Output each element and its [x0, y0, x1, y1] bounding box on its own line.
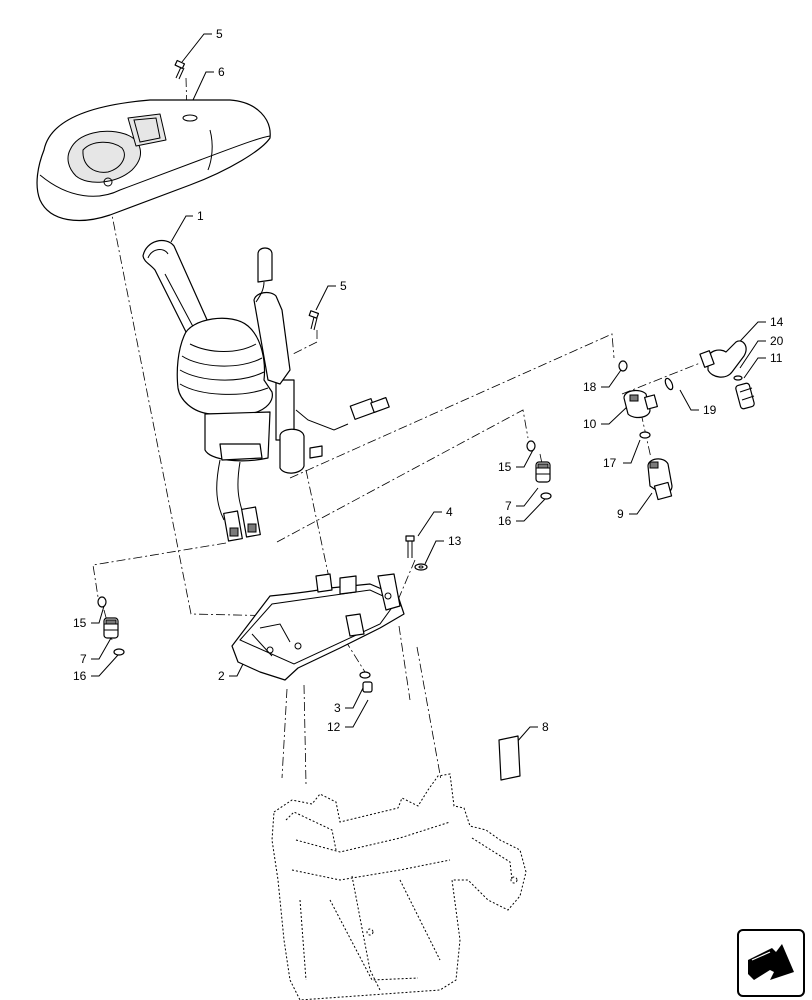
valve-assembly-part	[526, 340, 755, 501]
callout-10: 10	[583, 417, 597, 431]
callout-18: 18	[583, 380, 597, 394]
callout-17: 17	[603, 456, 617, 470]
callout-labels: 5 6 1 5 14 20 11 18 10 19 15 17 7 16 9 4…	[73, 27, 784, 734]
assembly-centerlines	[92, 77, 701, 785]
callout-11: 11	[770, 351, 783, 365]
callout-5: 5	[340, 279, 347, 293]
callout-15: 15	[498, 460, 512, 474]
fitting-left-part	[97, 596, 125, 656]
callout-4: 4	[446, 505, 453, 519]
callout-3: 3	[334, 701, 341, 715]
callout-1: 1	[197, 209, 204, 223]
callout-8: 8	[542, 720, 549, 734]
callout-20: 20	[770, 334, 784, 348]
callout-6: 6	[218, 65, 225, 79]
top-cover-part	[36, 99, 271, 221]
callout-16: 16	[73, 669, 87, 683]
screw-part	[308, 310, 320, 331]
joystick-part	[142, 239, 390, 542]
callout-12: 12	[327, 720, 341, 734]
callout-19: 19	[703, 403, 717, 417]
next-page-arrow-icon[interactable]	[737, 929, 805, 997]
callout-5: 5	[216, 27, 223, 41]
stud-part	[359, 671, 373, 693]
callout-9: 9	[617, 507, 624, 521]
phantom-console	[271, 773, 527, 1000]
callout-15: 15	[73, 616, 87, 630]
callout-2: 2	[218, 669, 225, 683]
callout-7: 7	[80, 652, 87, 666]
screw-washer-part	[405, 535, 428, 571]
decal-part	[498, 735, 521, 781]
screw-part	[174, 59, 186, 80]
callout-13: 13	[448, 534, 462, 548]
base-plate-part	[231, 573, 405, 681]
leader-lines	[91, 33, 766, 744]
callout-16: 16	[498, 514, 512, 528]
callout-14: 14	[770, 315, 784, 329]
callout-7: 7	[505, 499, 512, 513]
